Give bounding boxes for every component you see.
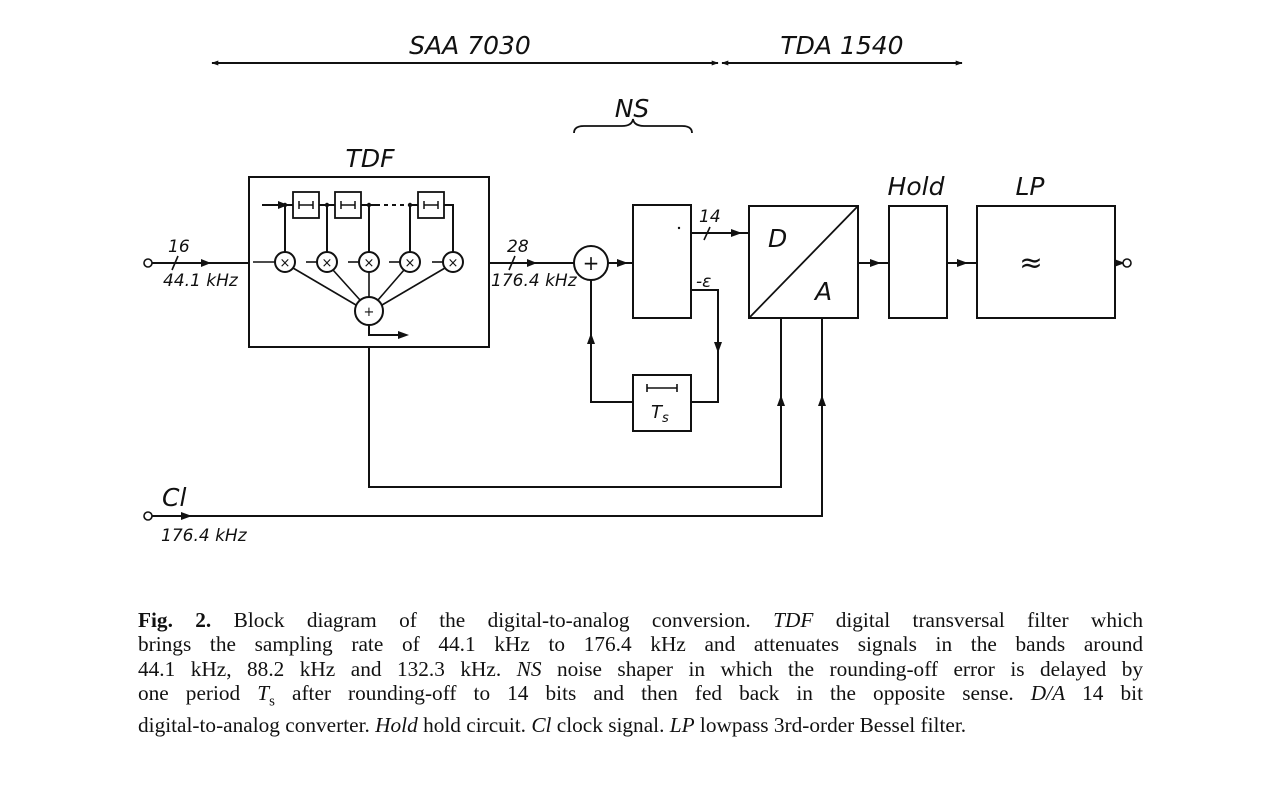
- caption-term: NS: [516, 656, 542, 681]
- tdf-multiplier-sign-5: ×: [448, 256, 459, 271]
- caption-text: brings the sampling rate of 44.1 kHz to …: [138, 632, 1143, 657]
- caption-line: brings the sampling rate of 44.1 kHz to …: [138, 632, 1143, 656]
- tdf-out-rate-label: 176.4 kHz: [491, 271, 578, 291]
- output-terminal[interactable]: [1122, 258, 1132, 268]
- caption-text: digital transversal filter which: [813, 608, 1143, 632]
- caption-text: noise shaper in which the rounding-off e…: [541, 656, 1143, 681]
- lowpass-symbol: ≈: [1019, 246, 1042, 279]
- lp-label: LP: [1015, 172, 1045, 201]
- caption-text: 44.1 kHz, 88.2 kHz and 132.3 kHz.: [138, 656, 517, 681]
- caption-text: 14 bit: [1065, 680, 1143, 705]
- ts-label: Ts: [651, 402, 669, 426]
- tdf-multiplier-sign-1: ×: [280, 256, 291, 271]
- tdf-label: TDF: [346, 144, 396, 173]
- error-label: -ε: [696, 272, 711, 292]
- caption-line: one period Ts after rounding-off to 14 b…: [138, 681, 1143, 714]
- caption-text: one period: [138, 680, 258, 705]
- ns-brace: [573, 118, 693, 134]
- caption-line: 44.1 kHz, 88.2 kHz and 132.3 kHz. NS noi…: [138, 657, 1143, 681]
- ns-quantizer-block[interactable]: [632, 204, 692, 319]
- caption-text: hold circuit.: [417, 713, 532, 738]
- tdf-out-bits-label: 28: [507, 237, 529, 257]
- caption-text: lowpass 3rd-order Bessel filter.: [694, 713, 967, 738]
- clock-name-label: Cl: [162, 483, 186, 512]
- input-rate-label: 44.1 kHz: [163, 271, 239, 291]
- hold-block[interactable]: [888, 205, 948, 319]
- caption-term: T: [257, 680, 270, 705]
- tdf-output-bus-slash: [508, 255, 516, 271]
- error-feedback-line: [691, 289, 719, 403]
- block-diagram: SAA 7030 TDA 1540 NS TDF Hold LP 16 44.1…: [143, 31, 1132, 546]
- ns-label: NS: [615, 94, 650, 123]
- clock-line: [152, 318, 823, 517]
- tdf-multiplier-sign-4: ×: [405, 256, 416, 271]
- saa7030-label: SAA 7030: [409, 31, 531, 60]
- tdf-multiplier-1: [274, 251, 296, 273]
- caption-text: digital-to-analog converter.: [138, 713, 376, 738]
- da-a-label: A: [813, 277, 832, 306]
- caption-text: Block diagram of the digital-to-analog c…: [211, 608, 774, 632]
- tdf-multiplier-2: [316, 251, 338, 273]
- caption-text: clock signal.: [551, 713, 670, 738]
- clock-rate-label: 176.4 kHz: [161, 526, 248, 546]
- figure-caption: Fig. 2. Block diagram of the digital-to-…: [138, 608, 1143, 738]
- input-bits-label: 16: [168, 237, 190, 257]
- caption-term: LP: [669, 713, 695, 738]
- caption-term: Hold: [375, 713, 418, 738]
- ns-adder-sign: +: [583, 251, 600, 275]
- tdf-multiplier-sign-3: ×: [364, 256, 375, 271]
- caption-text: after rounding-off to 14 bits and then f…: [274, 680, 1031, 705]
- caption-term: TDF: [773, 608, 814, 632]
- caption-text: s: [269, 693, 275, 710]
- da-d-label: D: [768, 224, 787, 253]
- lowpass-filter-block[interactable]: [976, 205, 1116, 319]
- clock-input-terminal[interactable]: [143, 511, 153, 521]
- hold-label: Hold: [888, 172, 945, 201]
- caption-line: digital-to-analog converter. Hold hold c…: [138, 713, 1143, 737]
- tdf-multiplier-4: [399, 251, 421, 273]
- caption-term: Cl: [531, 713, 552, 738]
- tdf-multiplier-sign-2: ×: [322, 256, 333, 271]
- tdf-adder-sign: +: [364, 305, 375, 320]
- tda1540-label: TDA 1540: [780, 31, 903, 60]
- caption-figure-label: Fig. 2.: [138, 608, 212, 632]
- quant-bits-label: 14: [699, 207, 721, 227]
- quantizer-bus-slash: [703, 226, 711, 241]
- tdf-multiplier-5: [442, 251, 464, 273]
- input-terminal[interactable]: [143, 258, 153, 268]
- input-bus-slash: [171, 255, 179, 271]
- caption-term: D/A: [1030, 680, 1066, 705]
- caption-line: Fig. 2. Block diagram of the digital-to-…: [138, 608, 1143, 632]
